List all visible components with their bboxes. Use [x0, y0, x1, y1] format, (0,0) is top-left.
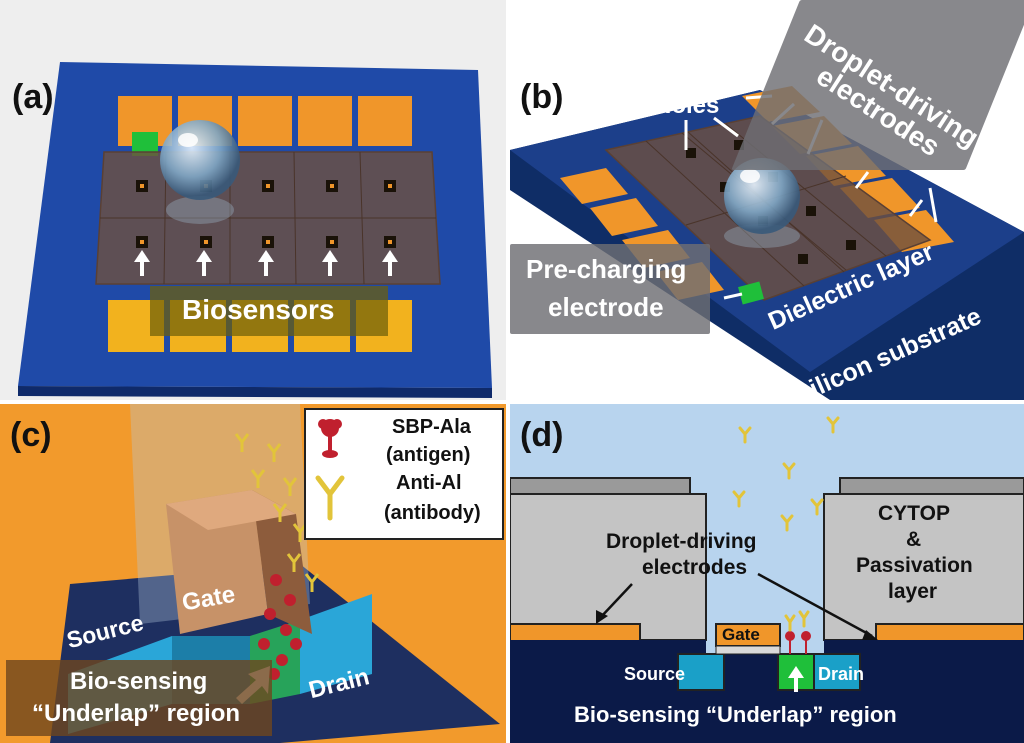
- panel-d-label: (d): [520, 416, 564, 454]
- gate-block: [166, 490, 268, 634]
- antibody-icon: [315, 475, 345, 521]
- drain-region: [813, 653, 861, 691]
- cytop-label-2: &: [906, 528, 922, 551]
- cytop-label-1: CYTOP: [878, 502, 950, 525]
- legend-icons: [315, 419, 345, 521]
- biosensors-label: Biosensors: [182, 294, 335, 325]
- panel-d: CYTOP & Passivation layer Droplet-drivin…: [510, 404, 1024, 743]
- cytop-label-4: layer: [888, 580, 938, 603]
- drain-label: Drain: [818, 664, 865, 684]
- source-label: Source: [624, 664, 686, 684]
- panel-b-label: (b): [520, 78, 564, 116]
- region-label-2: “Underlap” region: [32, 700, 241, 727]
- legend-antigen-name: SBP-Ala: [392, 416, 471, 438]
- cytop-label-3: Passivation: [856, 554, 973, 577]
- source-region: [677, 653, 725, 691]
- precharging-label-box: [510, 244, 710, 334]
- substrate: [510, 654, 1024, 743]
- underlap-arrow: [788, 666, 804, 692]
- droplet-label-2: electrodes: [642, 556, 748, 579]
- antibodies: [732, 416, 840, 632]
- panel-d-illustration: [510, 416, 1024, 743]
- legend: SBP-Ala (antigen) Anti-Al (antibody): [304, 408, 504, 540]
- electrode-left: [510, 623, 641, 643]
- precharge-electrode: [738, 281, 764, 305]
- top-electrode: [298, 96, 352, 146]
- region-label-box: [6, 660, 272, 736]
- droplet-label-1: Droplet-driving: [606, 530, 757, 553]
- panel-c: Gate Source Drain Bio-sensing “Underlap”…: [0, 404, 506, 743]
- region-label-1: Bio-sensing: [70, 668, 208, 695]
- biosensors-label-box: [150, 286, 388, 336]
- region-label: Bio-sensing “Underlap” region: [574, 702, 897, 727]
- panel-a-illustration: [18, 62, 492, 398]
- panel-b: Droplet-driving electrodes Holes Pre-cha…: [510, 0, 1024, 400]
- gate-label: Gate: [722, 625, 760, 644]
- panel-a: Biosensors (a): [0, 0, 506, 400]
- biosensor-arrows: [134, 250, 398, 276]
- panel-a-label: (a): [12, 78, 54, 116]
- antigen-icon: [318, 419, 342, 458]
- droplet: [160, 120, 240, 200]
- top-electrode: [358, 96, 412, 146]
- electrode-right: [875, 623, 1024, 643]
- legend-antigen-type: (antigen): [386, 444, 471, 466]
- legend-antibody-type: (antibody): [384, 502, 481, 524]
- panel-c-label: (c): [10, 416, 52, 454]
- drain-region: [300, 594, 372, 694]
- top-electrode: [238, 96, 292, 146]
- antigens: [785, 631, 811, 641]
- legend-antibody-name: Anti-Al: [396, 472, 462, 494]
- precharging-label-2: electrode: [548, 292, 664, 322]
- precharging-label-1: Pre-charging: [526, 254, 687, 284]
- holes-label: Holes: [654, 92, 720, 119]
- antibodies: [234, 433, 320, 592]
